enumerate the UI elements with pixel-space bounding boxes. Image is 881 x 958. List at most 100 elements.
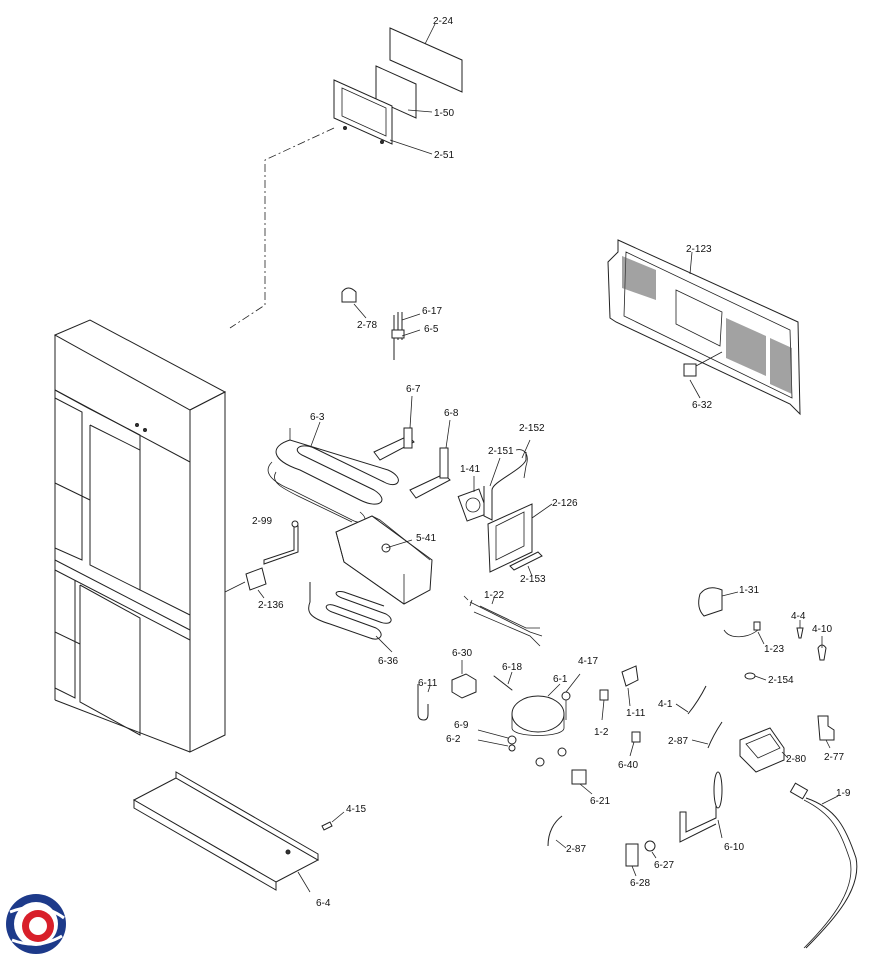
part-6-3-evaporator [275, 439, 399, 505]
label-1-22: 1-22 [484, 590, 504, 601]
label-1-2: 1-2 [594, 727, 609, 738]
label-6-10: 6-10 [724, 842, 744, 853]
label-4-4: 4-4 [791, 611, 806, 622]
label-2-80: 2-80 [786, 754, 806, 765]
part-6-18-tube [493, 675, 513, 691]
label-6-36: 6-36 [378, 656, 398, 667]
part-6-10-drier [713, 771, 723, 809]
label-2-24: 2-24 [433, 16, 453, 27]
label-6-28: 6-28 [630, 878, 650, 889]
label-2-78: 2-78 [357, 320, 377, 331]
part-labels: 2-24 1-50 2-51 2-123 6-32 2-78 6-17 6-5 … [252, 16, 851, 909]
part-1-31-cover [698, 587, 723, 617]
part-6-5-sensor [391, 329, 405, 339]
part-6-30-block [451, 673, 477, 699]
part-6-21-protector [571, 769, 587, 785]
label-1-23: 1-23 [764, 644, 784, 655]
label-2-154: 2-154 [768, 675, 794, 686]
label-1-9: 1-9 [836, 788, 851, 799]
part-1-9-plug [789, 782, 809, 800]
part-2-136-clip [245, 567, 267, 591]
label-2-51: 2-51 [434, 150, 454, 161]
part-1-50-display [375, 65, 417, 119]
electrical-parts-group [675, 587, 835, 773]
label-2-151: 2-151 [488, 446, 514, 457]
evaporator-group [267, 395, 451, 523]
label-4-1: 4-1 [658, 699, 673, 710]
part-4-1-tube [687, 685, 707, 715]
part-2-78-clamp [341, 287, 357, 303]
part-2-77-bracket [817, 715, 835, 741]
power-cord-group [789, 782, 858, 949]
part-6-40-clip [631, 731, 641, 743]
compressor-group [417, 660, 641, 795]
part-6-36-heater [308, 582, 392, 640]
label-1-41: 1-41 [460, 464, 480, 475]
drain-tray-group [245, 515, 433, 605]
label-4-10: 4-10 [812, 624, 832, 635]
part-4-4-screw [796, 627, 804, 639]
label-6-30: 6-30 [452, 648, 472, 659]
part-6-27-cap [644, 840, 656, 852]
label-2-152: 2-152 [519, 423, 545, 434]
heater-group [308, 582, 393, 653]
label-6-11: 6-11 [418, 678, 438, 689]
label-6-8: 6-8 [444, 408, 459, 419]
label-6-4: 6-4 [316, 898, 331, 909]
label-6-3: 6-3 [310, 412, 325, 423]
label-6-7: 6-7 [406, 384, 421, 395]
part-2-87-tube-a [707, 721, 723, 749]
part-2-51-frame [333, 79, 393, 145]
label-2-123: 2-123 [686, 244, 712, 255]
part-2-151-tube [483, 452, 527, 521]
part-2-126-shroud [487, 503, 533, 573]
part-6-28-pad [625, 843, 639, 867]
sensor-parts-group [341, 287, 421, 360]
wire-harness-group [463, 595, 543, 647]
label-2-87-lower: 2-87 [566, 844, 586, 855]
part-2-154-washer [744, 672, 756, 680]
label-2-136: 2-136 [258, 600, 284, 611]
label-2-153: 2-153 [520, 574, 546, 585]
label-5-41: 5-41 [416, 533, 436, 544]
part-1-41-fan [457, 488, 489, 522]
control-panel-group [229, 23, 463, 329]
label-6-2: 6-2 [446, 734, 461, 745]
label-6-27: 6-27 [654, 860, 674, 871]
label-6-21: 6-21 [590, 796, 610, 807]
label-2-77: 2-77 [824, 752, 844, 763]
part-6-11-pipe [417, 684, 429, 721]
label-6-9: 6-9 [454, 720, 469, 731]
label-2-126: 2-126 [552, 498, 578, 509]
part-4-10-bulb [817, 644, 827, 661]
part-1-11-relay [621, 665, 639, 687]
part-2-80-housing [739, 727, 785, 773]
label-6-5: 6-5 [424, 324, 439, 335]
label-6-18: 6-18 [502, 662, 522, 673]
label-1-50: 1-50 [434, 108, 454, 119]
part-2-153-plate [509, 551, 543, 571]
label-1-31: 1-31 [739, 585, 759, 596]
part-1-9-cord [805, 797, 858, 949]
drier-group [547, 771, 723, 877]
part-6-32 [683, 363, 697, 377]
label-6-17: 6-17 [422, 306, 442, 317]
refrigerator-cabinet [53, 319, 246, 753]
part-2-87-tube-b [547, 815, 563, 847]
rear-panel-group [607, 239, 801, 416]
part-2-99-pipe [263, 525, 299, 565]
brand-logo [6, 894, 66, 954]
part-2-24-cover [389, 27, 463, 93]
part-4-15-screw [321, 821, 333, 831]
part-6-8-bracket [409, 473, 451, 499]
base-plate-group [132, 771, 345, 893]
label-6-40: 6-40 [618, 760, 638, 771]
label-6-32: 6-32 [692, 400, 712, 411]
fan-shroud-group [457, 439, 553, 577]
part-6-4-plate [132, 777, 320, 883]
part-5-41-tray [335, 515, 433, 605]
label-1-11: 1-11 [626, 708, 646, 719]
label-4-17: 4-17 [578, 656, 598, 667]
part-1-2-plug [599, 689, 609, 701]
